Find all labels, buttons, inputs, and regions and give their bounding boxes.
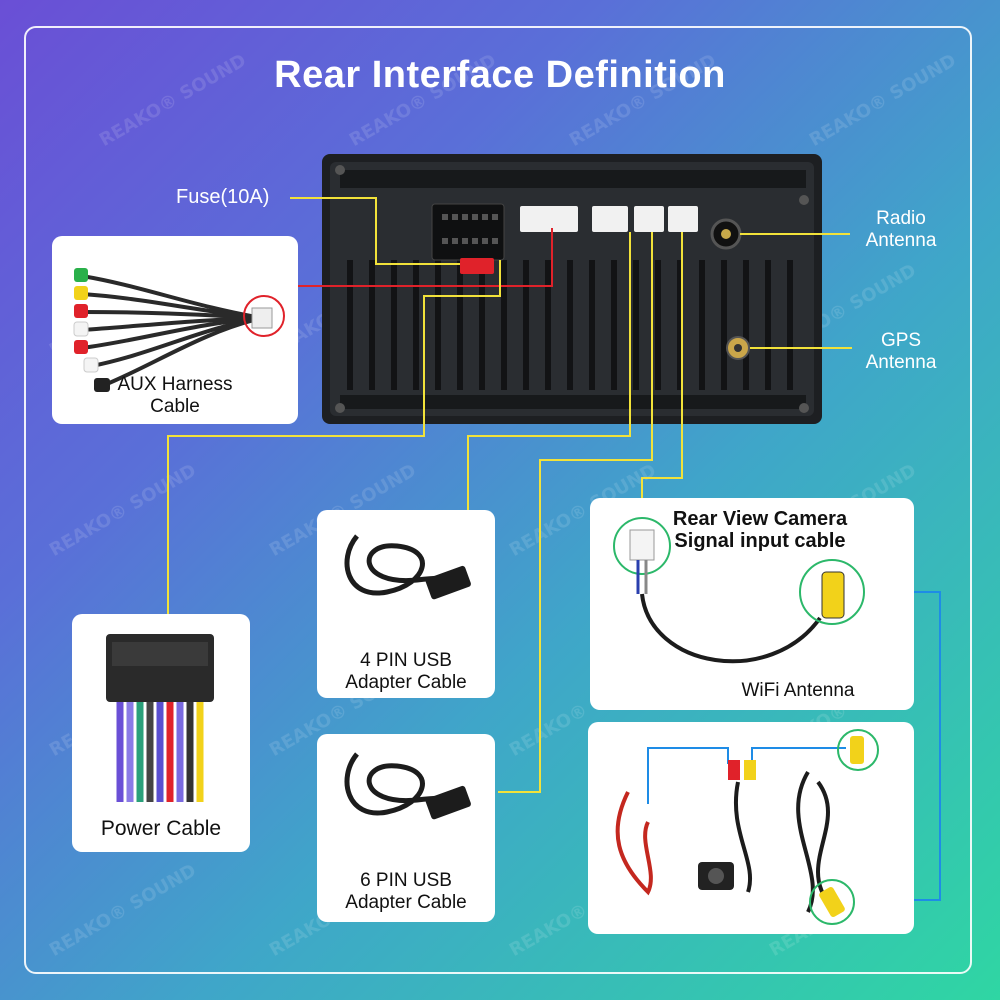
camera-leader-line — [641, 232, 683, 500]
aux-harness-card: AUX Harness Cable — [52, 236, 298, 424]
aux-connector-highlight-circle — [243, 295, 285, 337]
usb-cable-icon — [344, 752, 471, 820]
gps-antenna-label: GPS Antenna — [865, 330, 937, 373]
border-frame — [24, 26, 972, 974]
aux-harness-label: AUX Harness Cable — [117, 374, 233, 417]
aux-leader-line — [284, 228, 553, 287]
rear-camera-kit-icon — [615, 729, 879, 925]
usb4-card: 4 PIN USB Adapter Cable — [317, 510, 495, 698]
usb-cable-icon — [344, 534, 471, 600]
camera-connector-highlight-circle — [613, 517, 671, 575]
usb4-label: 4 PIN USB Adapter Cable — [345, 650, 467, 693]
radio-antenna-label: Radio Antenna — [865, 208, 937, 251]
camera-signal-cable-icon — [613, 517, 865, 664]
usb6-card: 6 PIN USB Adapter Cable — [317, 734, 495, 922]
fuse — [460, 258, 494, 274]
wifi-antenna-label: WiFi Antenna — [741, 680, 855, 701]
rear-camera-signal-card: Rear View Camera Signal input cable WiFi… — [590, 498, 914, 710]
power-cable-card: Power Cable — [72, 614, 250, 852]
usb6-label: 6 PIN USB Adapter Cable — [345, 870, 467, 913]
usb6-leader-line — [498, 232, 653, 793]
head-unit-rear-panel — [322, 154, 822, 424]
power-leader-line — [167, 260, 501, 614]
fuse-leader-line — [290, 197, 460, 265]
fuse-label: Fuse(10A) — [176, 186, 270, 208]
rear-camera-label: Rear View Camera Signal input cable — [672, 508, 848, 552]
power-cable-icon — [106, 634, 214, 802]
page-title: Rear Interface Definition — [274, 54, 726, 96]
rear-camera-kit-card — [588, 722, 914, 934]
usb4-leader-line — [467, 232, 631, 510]
aux-harness-cable-icon — [73, 268, 285, 392]
power-cable-label: Power Cable — [100, 817, 222, 840]
